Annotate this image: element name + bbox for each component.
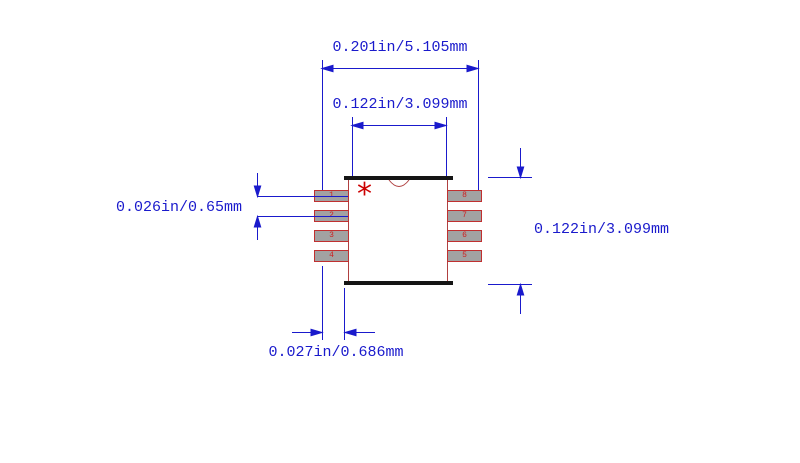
dim-label-body-width: 0.122in/3.099mm <box>332 96 468 113</box>
dim-overall-width-lines <box>320 60 480 190</box>
pin-number-label: 2 <box>329 211 334 220</box>
pad-left-pin4: 4 <box>314 250 349 262</box>
pad-right-pin6: 6 <box>447 230 482 242</box>
pin-number-label: 4 <box>329 251 334 260</box>
dim-label-pad-width: 0.027in/0.686mm <box>268 344 404 361</box>
pin-number-label: 5 <box>462 251 467 260</box>
dim-pad-width-lines <box>292 266 375 340</box>
pin-number-label: 7 <box>462 211 467 220</box>
pad-right-pin5: 5 <box>447 250 482 262</box>
pin1-notch-arc <box>388 179 410 187</box>
pad-left-pin3: 3 <box>314 230 349 242</box>
dim-pin-pitch-lines <box>253 173 348 240</box>
package-top-edge-bar <box>344 176 453 180</box>
dim-body-height-lines <box>488 148 532 314</box>
pin-number-label: 6 <box>462 231 467 240</box>
pad-right-pin8: 8 <box>447 190 482 202</box>
pin-number-label: 8 <box>462 191 467 200</box>
pad-right-pin7: 7 <box>447 210 482 222</box>
pin1-asterisk-marker: * <box>357 177 372 212</box>
dim-label-body-height: 0.122in/3.099mm <box>534 221 670 238</box>
dim-label-pin-pitch: 0.026in/0.65mm <box>116 199 243 216</box>
package-bottom-edge-bar <box>344 281 453 285</box>
dim-label-overall-width: 0.201in/5.105mm <box>332 39 468 56</box>
pin-number-label: 1 <box>329 191 334 200</box>
package-body-outline <box>348 178 448 283</box>
pin-number-label: 3 <box>329 231 334 240</box>
dim-body-width-lines <box>350 117 448 176</box>
